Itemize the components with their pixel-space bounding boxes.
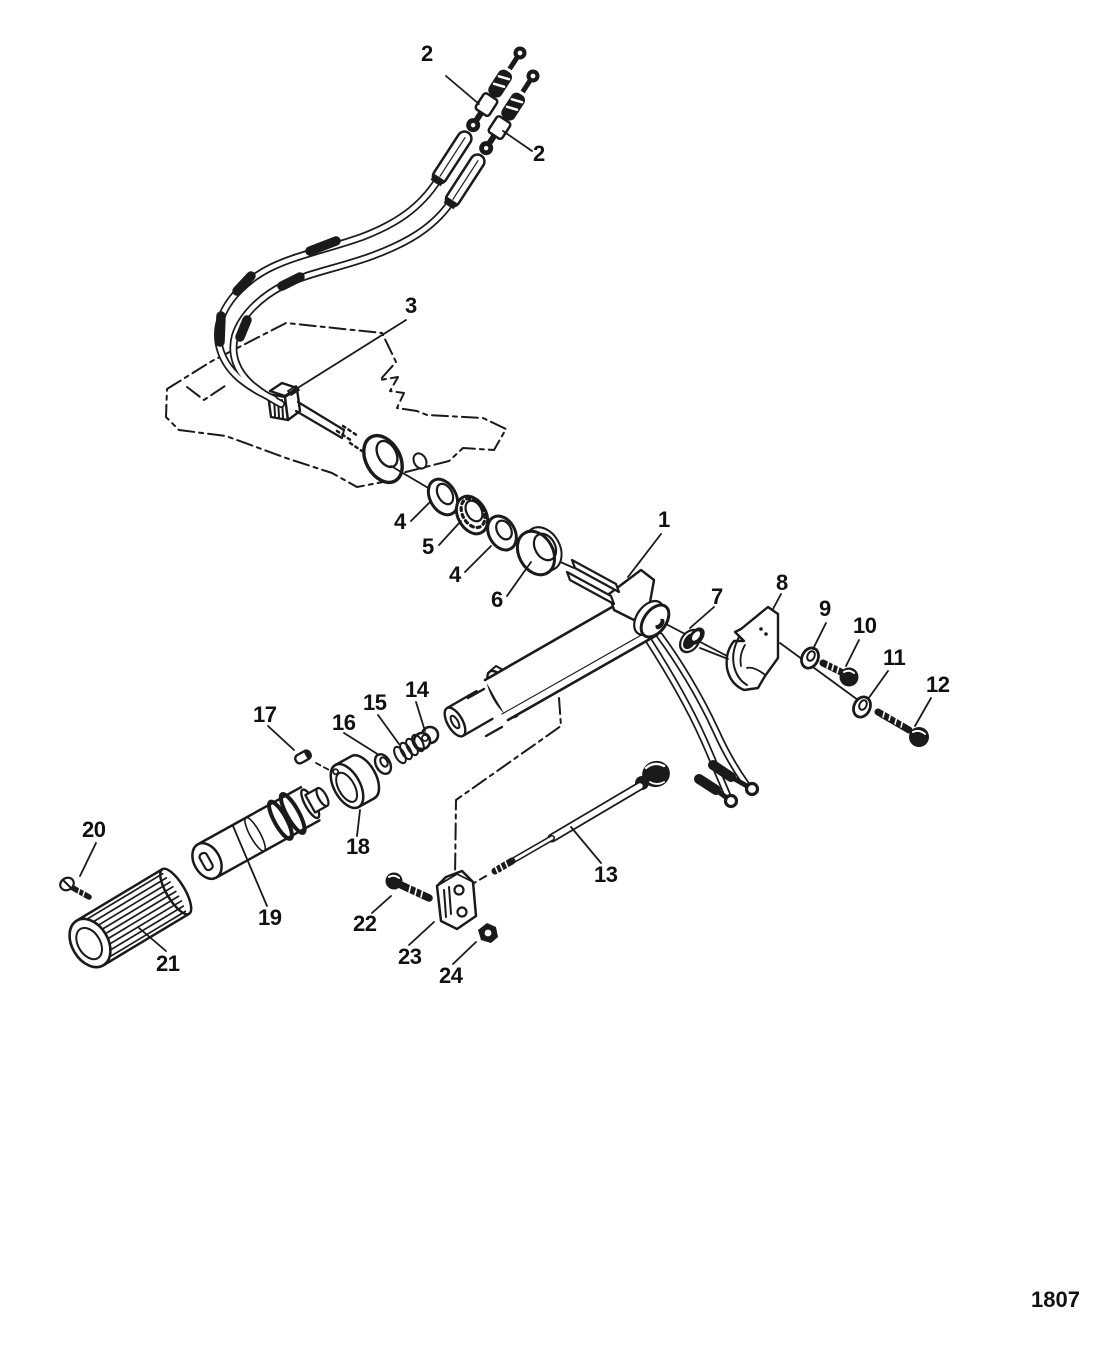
nut-24 [478, 923, 498, 943]
callout-18: 18 [346, 834, 370, 859]
callout-8: 8 [776, 570, 788, 595]
spring-15 [393, 733, 425, 765]
steering-cables-lower [645, 632, 760, 809]
callout-17: 17 [253, 702, 277, 727]
callout-16: 16 [332, 710, 356, 735]
callout-4-second: 4 [449, 562, 461, 587]
callout-11: 11 [883, 645, 906, 670]
bolt-10 [819, 659, 859, 687]
throttle-shaft-19 [191, 785, 330, 881]
callout-10: 10 [853, 613, 877, 638]
shift-prong [570, 558, 621, 594]
cable-eyelet [723, 793, 739, 809]
cable-crimps [215, 236, 341, 347]
nut-14 [412, 725, 440, 751]
tiller-arm [443, 558, 671, 738]
alignment-line-bracket [779, 642, 859, 701]
callout-15: 15 [363, 690, 387, 715]
callout-2-lower: 2 [533, 141, 545, 166]
washer-stack [426, 477, 575, 577]
cable-guide-block [266, 381, 346, 440]
page-number: 1807 [1031, 1287, 1080, 1312]
callout-2-upper: 2 [421, 41, 433, 66]
shift-prong [565, 570, 616, 606]
callout-23: 23 [398, 944, 422, 969]
throttle-grip-21 [68, 867, 193, 969]
throttle-link-rod [463, 760, 670, 890]
washer-11 [852, 695, 872, 719]
screw-20 [59, 876, 92, 900]
callout-13: 13 [594, 862, 618, 887]
callout-12: 12 [926, 672, 950, 697]
callout-14: 14 [405, 677, 429, 702]
callout-3: 3 [405, 293, 417, 318]
guide-rod [296, 400, 346, 432]
phantom-arm-outline [454, 697, 562, 879]
callout-4-first: 4 [394, 509, 406, 534]
pin-17 [294, 749, 312, 765]
washer-9 [800, 646, 820, 670]
callout-22: 22 [353, 911, 377, 936]
callout-7: 7 [711, 584, 723, 609]
cable-eyelet [744, 781, 760, 797]
alignment-line-boss [390, 465, 431, 490]
callout-1: 1 [658, 507, 670, 532]
bolt-22 [385, 872, 433, 902]
callout-5: 5 [422, 534, 434, 559]
bolt-12 [874, 708, 929, 747]
callout-24: 24 [439, 963, 463, 988]
hidden-hatch-marks [335, 424, 364, 453]
phantom-engine-outline [165, 322, 562, 879]
pivot-boss [362, 433, 428, 485]
clamp-block-23 [435, 869, 478, 931]
collar-18 [329, 754, 381, 810]
plate-hole [412, 452, 428, 470]
callout-9: 9 [819, 596, 831, 621]
callout-19: 19 [258, 905, 282, 930]
callout-21: 21 [156, 951, 180, 976]
cable-bracket-8 [725, 605, 780, 692]
leader-lines [79, 75, 932, 965]
callout-20: 20 [82, 817, 106, 842]
callout-6: 6 [491, 587, 503, 612]
cable-end-fitting-a [430, 46, 527, 187]
grommet-7 [678, 627, 705, 654]
steering-cables-upper [214, 46, 540, 408]
